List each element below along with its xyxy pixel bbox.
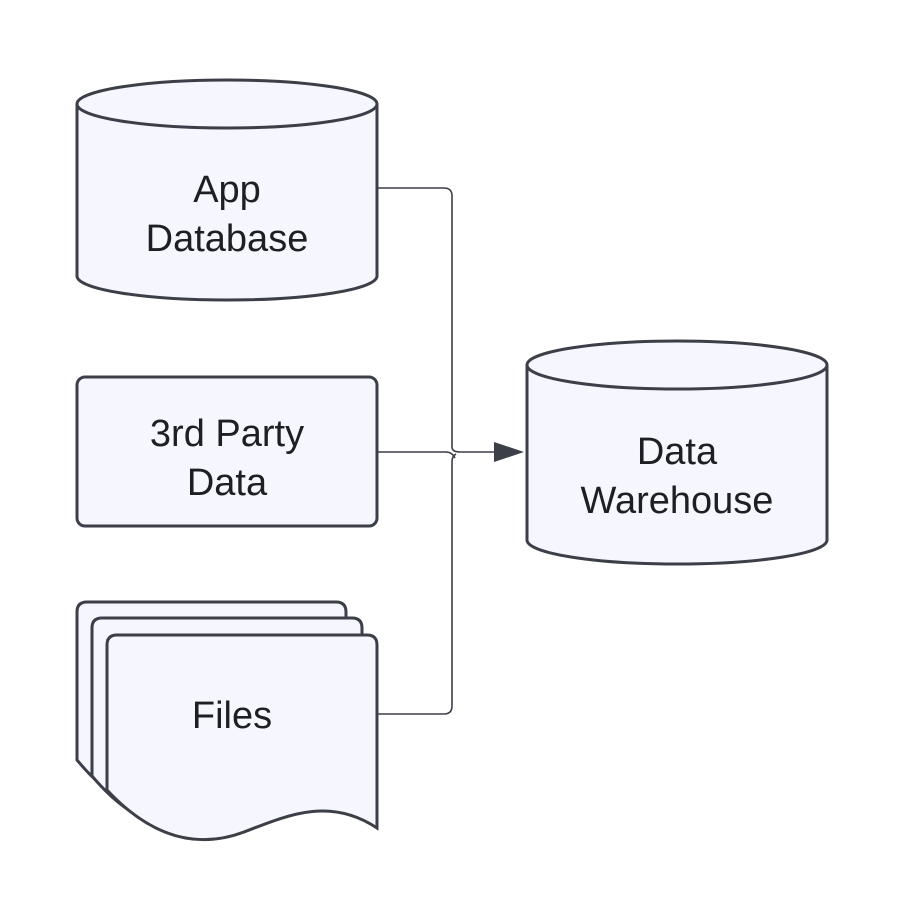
warehouse-label-line2: Warehouse — [581, 480, 774, 522]
document-stack-front-icon — [105, 633, 379, 842]
arrowhead-into-warehouse — [494, 442, 524, 462]
node-files[interactable]: Files — [75, 600, 379, 842]
warehouse-cylinder-icon — [525, 339, 829, 566]
node-third-party-data[interactable]: 3rd Party Data — [75, 375, 379, 528]
node-data-warehouse[interactable]: Data Warehouse — [525, 339, 829, 566]
node-app-database[interactable]: App Database — [75, 78, 379, 302]
warehouse-label-line1: Data — [637, 431, 718, 473]
app-database-label-line1: App — [193, 169, 261, 211]
connectors — [378, 187, 524, 715]
third-party-box — [75, 375, 379, 528]
app-database-label-line2: Database — [146, 218, 309, 260]
files-label: Files — [192, 695, 272, 737]
third-party-label-line1: 3rd Party — [150, 413, 304, 455]
edge-app-database-to-warehouse — [378, 187, 496, 453]
database-cylinder-icon — [75, 78, 379, 302]
edge-files-to-warehouse — [378, 453, 457, 715]
third-party-label-line2: Data — [187, 462, 268, 504]
edge-third-party-to-warehouse — [378, 451, 456, 459]
